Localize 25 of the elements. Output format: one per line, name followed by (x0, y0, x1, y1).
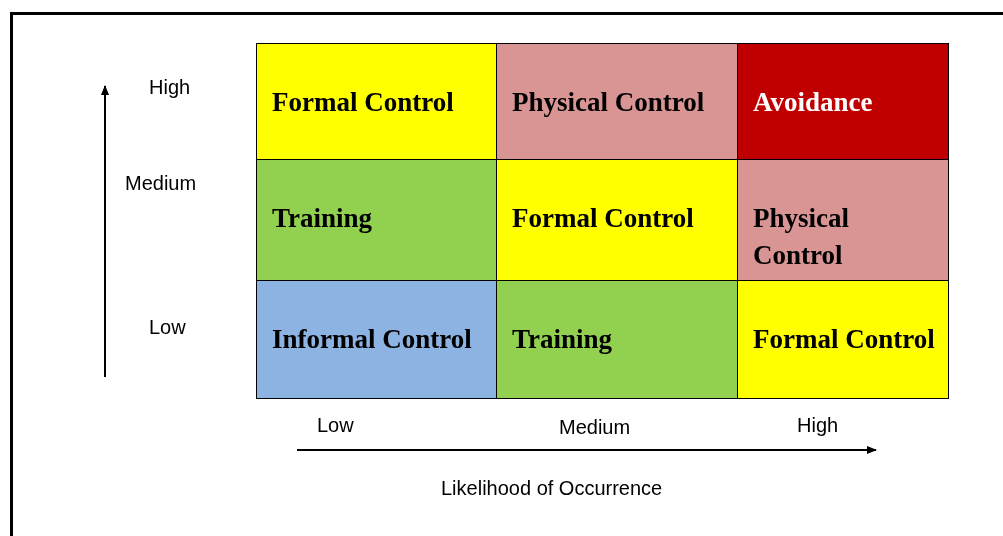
matrix-cell (256, 43, 497, 160)
axis-tick-label: High (149, 76, 191, 99)
axis-tick-label: High (797, 414, 839, 437)
cell-text: Physical Control (512, 86, 706, 119)
matrix-cell (496, 43, 738, 160)
cell-text: Training (272, 202, 374, 235)
cell-text: Avoidance (753, 86, 874, 119)
cell-text: Training (512, 323, 614, 356)
cell-text: Informal Control (272, 323, 473, 356)
matrix-cell (496, 159, 738, 281)
cell-text: Formal Control (753, 323, 936, 356)
axis-tick-label: Medium (559, 416, 631, 439)
axis-title: Likelihood of Occurrence (441, 477, 663, 500)
matrix-cell (737, 280, 949, 399)
cell-text: Physical Control (753, 202, 850, 272)
matrix-cell (256, 280, 497, 399)
axis-tick-label: Low (149, 316, 186, 339)
matrix-cell (256, 159, 497, 281)
matrix-cell (737, 43, 949, 160)
axis-tick-label: Medium (125, 172, 197, 195)
axis-tick-label: Low (317, 414, 354, 437)
cell-text: Formal Control (512, 202, 695, 235)
cell-text: Formal Control (272, 86, 455, 119)
matrix-cell (496, 280, 738, 399)
matrix-cell (737, 159, 949, 281)
